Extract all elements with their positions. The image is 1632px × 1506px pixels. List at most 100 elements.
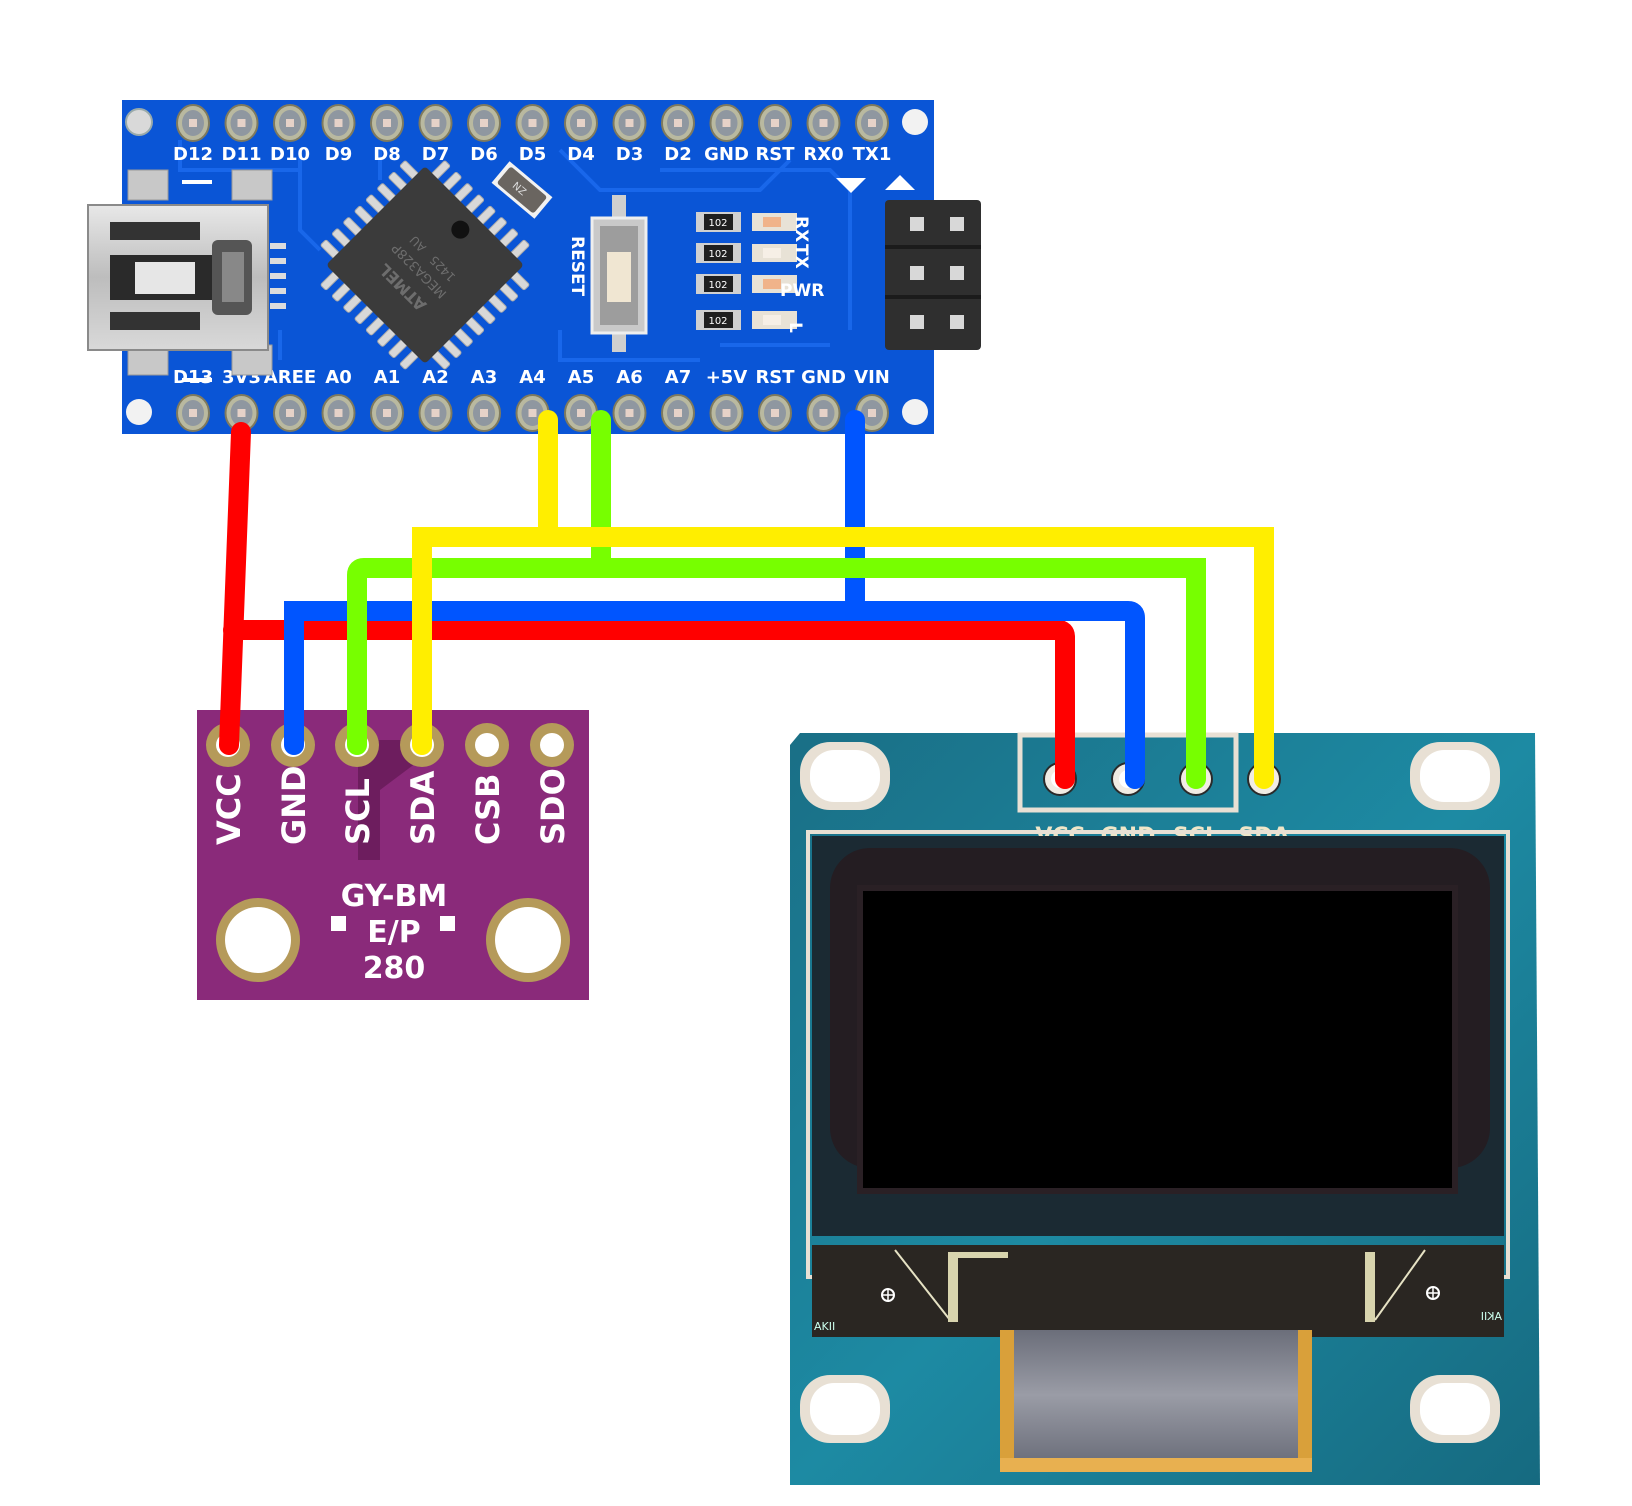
reset-label: RESET xyxy=(567,236,587,297)
nano-top-label: D2 xyxy=(664,144,691,165)
mount-hole-icon xyxy=(902,109,928,135)
nano-pin-a2[interactable] xyxy=(418,394,453,432)
crystal-oscillator: NZ xyxy=(491,161,553,219)
nano-pin-rx0[interactable] xyxy=(806,104,841,142)
status-led xyxy=(752,213,797,231)
status-led xyxy=(752,311,797,329)
nano-bottom-label: A0 xyxy=(325,367,351,388)
nano-pin-aree[interactable] xyxy=(273,394,307,432)
nano-bottom-label: A6 xyxy=(616,367,642,388)
nano-top-label: D3 xyxy=(616,144,643,165)
nano-pin-gnd[interactable] xyxy=(806,394,841,432)
bottom-pin-row xyxy=(176,394,889,432)
sensor-pin-label: SCL xyxy=(339,778,377,845)
wire-power xyxy=(219,422,1075,789)
nano-pin-d3[interactable] xyxy=(612,104,647,142)
nano-pin-d6[interactable] xyxy=(467,104,501,142)
sensor-pin-label: CSB xyxy=(469,773,507,845)
sensor-pin-label: VCC xyxy=(210,773,248,845)
nano-bottom-label: GND xyxy=(801,367,846,388)
reset-button[interactable] xyxy=(590,195,648,352)
sensor-pin-label: SDA xyxy=(404,770,442,845)
nano-pin-rst[interactable] xyxy=(758,104,792,142)
alignment-mark-icon xyxy=(1426,1286,1440,1300)
nano-top-label: D11 xyxy=(222,144,262,165)
nano-pin-gnd[interactable] xyxy=(709,104,744,142)
nano-top-label: D4 xyxy=(567,144,594,165)
nano-pin-d10[interactable] xyxy=(273,104,307,142)
nano-pin-d5[interactable] xyxy=(515,104,550,142)
led-label-tx: TX xyxy=(791,244,811,269)
sensor-pin-label: SDO xyxy=(534,768,572,845)
icsp-label: 1 xyxy=(943,365,964,378)
resistor-code: 102 xyxy=(708,316,727,327)
nano-bottom-label: A3 xyxy=(471,367,497,388)
nano-pin-d9[interactable] xyxy=(321,104,356,142)
nano-traces xyxy=(178,140,852,362)
nano-bottom-label: A2 xyxy=(422,367,448,388)
sensor-pin-csb[interactable] xyxy=(465,723,509,767)
usb-connector[interactable] xyxy=(87,169,286,382)
nano-pin-a0[interactable] xyxy=(321,394,356,432)
oled-screen xyxy=(857,885,1458,1194)
led-label-l: L xyxy=(785,322,805,333)
sensor-title-line3: 280 xyxy=(363,951,426,986)
mount-hole-icon xyxy=(125,108,153,136)
nano-top-label: D5 xyxy=(519,144,546,165)
nano-pin-3v3[interactable] xyxy=(224,394,259,432)
nano-top-label: D7 xyxy=(422,144,449,165)
nano-top-label: D10 xyxy=(270,144,310,165)
status-led xyxy=(752,244,797,262)
rx-arrow-icon xyxy=(836,178,866,193)
nano-top-label: GND xyxy=(704,144,749,165)
nano-pin-a3[interactable] xyxy=(467,394,501,432)
nano-top-label: TX1 xyxy=(853,144,892,165)
resistor-code: 102 xyxy=(708,218,727,229)
nano-top-label: D6 xyxy=(470,144,497,165)
nano-pin-a6[interactable] xyxy=(612,394,647,432)
status-led xyxy=(752,275,797,293)
tx-arrow-icon xyxy=(885,175,915,190)
resistor-code: 102 xyxy=(708,249,727,260)
atmega328p-chip xyxy=(320,160,530,370)
smd-resistor: 102 xyxy=(696,243,741,263)
nano-bottom-label: A4 xyxy=(519,367,545,388)
nano-pin-5v[interactable] xyxy=(709,394,744,432)
nano-top-label: RX0 xyxy=(803,144,843,165)
mount-hole-icon xyxy=(126,399,152,425)
smd-resistors-leds: 102 102 102 102 xyxy=(696,212,797,330)
led-label-rx: RX xyxy=(791,216,811,242)
nano-top-label: D9 xyxy=(325,144,352,165)
nano-bottom-label: VIN xyxy=(854,367,890,388)
nano-bottom-label: A1 xyxy=(374,367,400,388)
sensor-title-line1: GY-BM xyxy=(341,879,447,914)
nano-pin-d7[interactable] xyxy=(418,104,453,142)
wire-data xyxy=(412,410,1274,789)
nano-bottom-label: RST xyxy=(755,367,795,388)
oled-ribbon-cable xyxy=(1010,1330,1300,1460)
sensor-pin-sdo[interactable] xyxy=(530,723,574,767)
nano-pin-d11[interactable] xyxy=(224,104,259,142)
nano-pin-rst[interactable] xyxy=(758,394,792,432)
nano-pin-a7[interactable] xyxy=(661,394,695,432)
smd-resistor: 102 xyxy=(696,310,741,330)
nano-pin-d13[interactable] xyxy=(176,394,210,432)
nano-pin-d4[interactable] xyxy=(564,104,598,142)
nano-pin-a1[interactable] xyxy=(370,394,404,432)
nano-bottom-label: A5 xyxy=(568,367,594,388)
sensor-title-line2: E/P xyxy=(367,915,420,950)
nano-pin-d12[interactable] xyxy=(176,104,210,142)
top-pin-row xyxy=(176,104,889,142)
resistor-code: 102 xyxy=(708,280,727,291)
smd-resistor: 102 xyxy=(696,212,741,232)
nano-pin-tx1[interactable] xyxy=(855,104,889,142)
nano-pin-d8[interactable] xyxy=(370,104,404,142)
nano-bottom-label: +5V xyxy=(706,367,748,388)
nano-pin-d2[interactable] xyxy=(661,104,695,142)
icsp-header[interactable] xyxy=(885,200,981,350)
mount-hole-icon xyxy=(902,399,928,425)
